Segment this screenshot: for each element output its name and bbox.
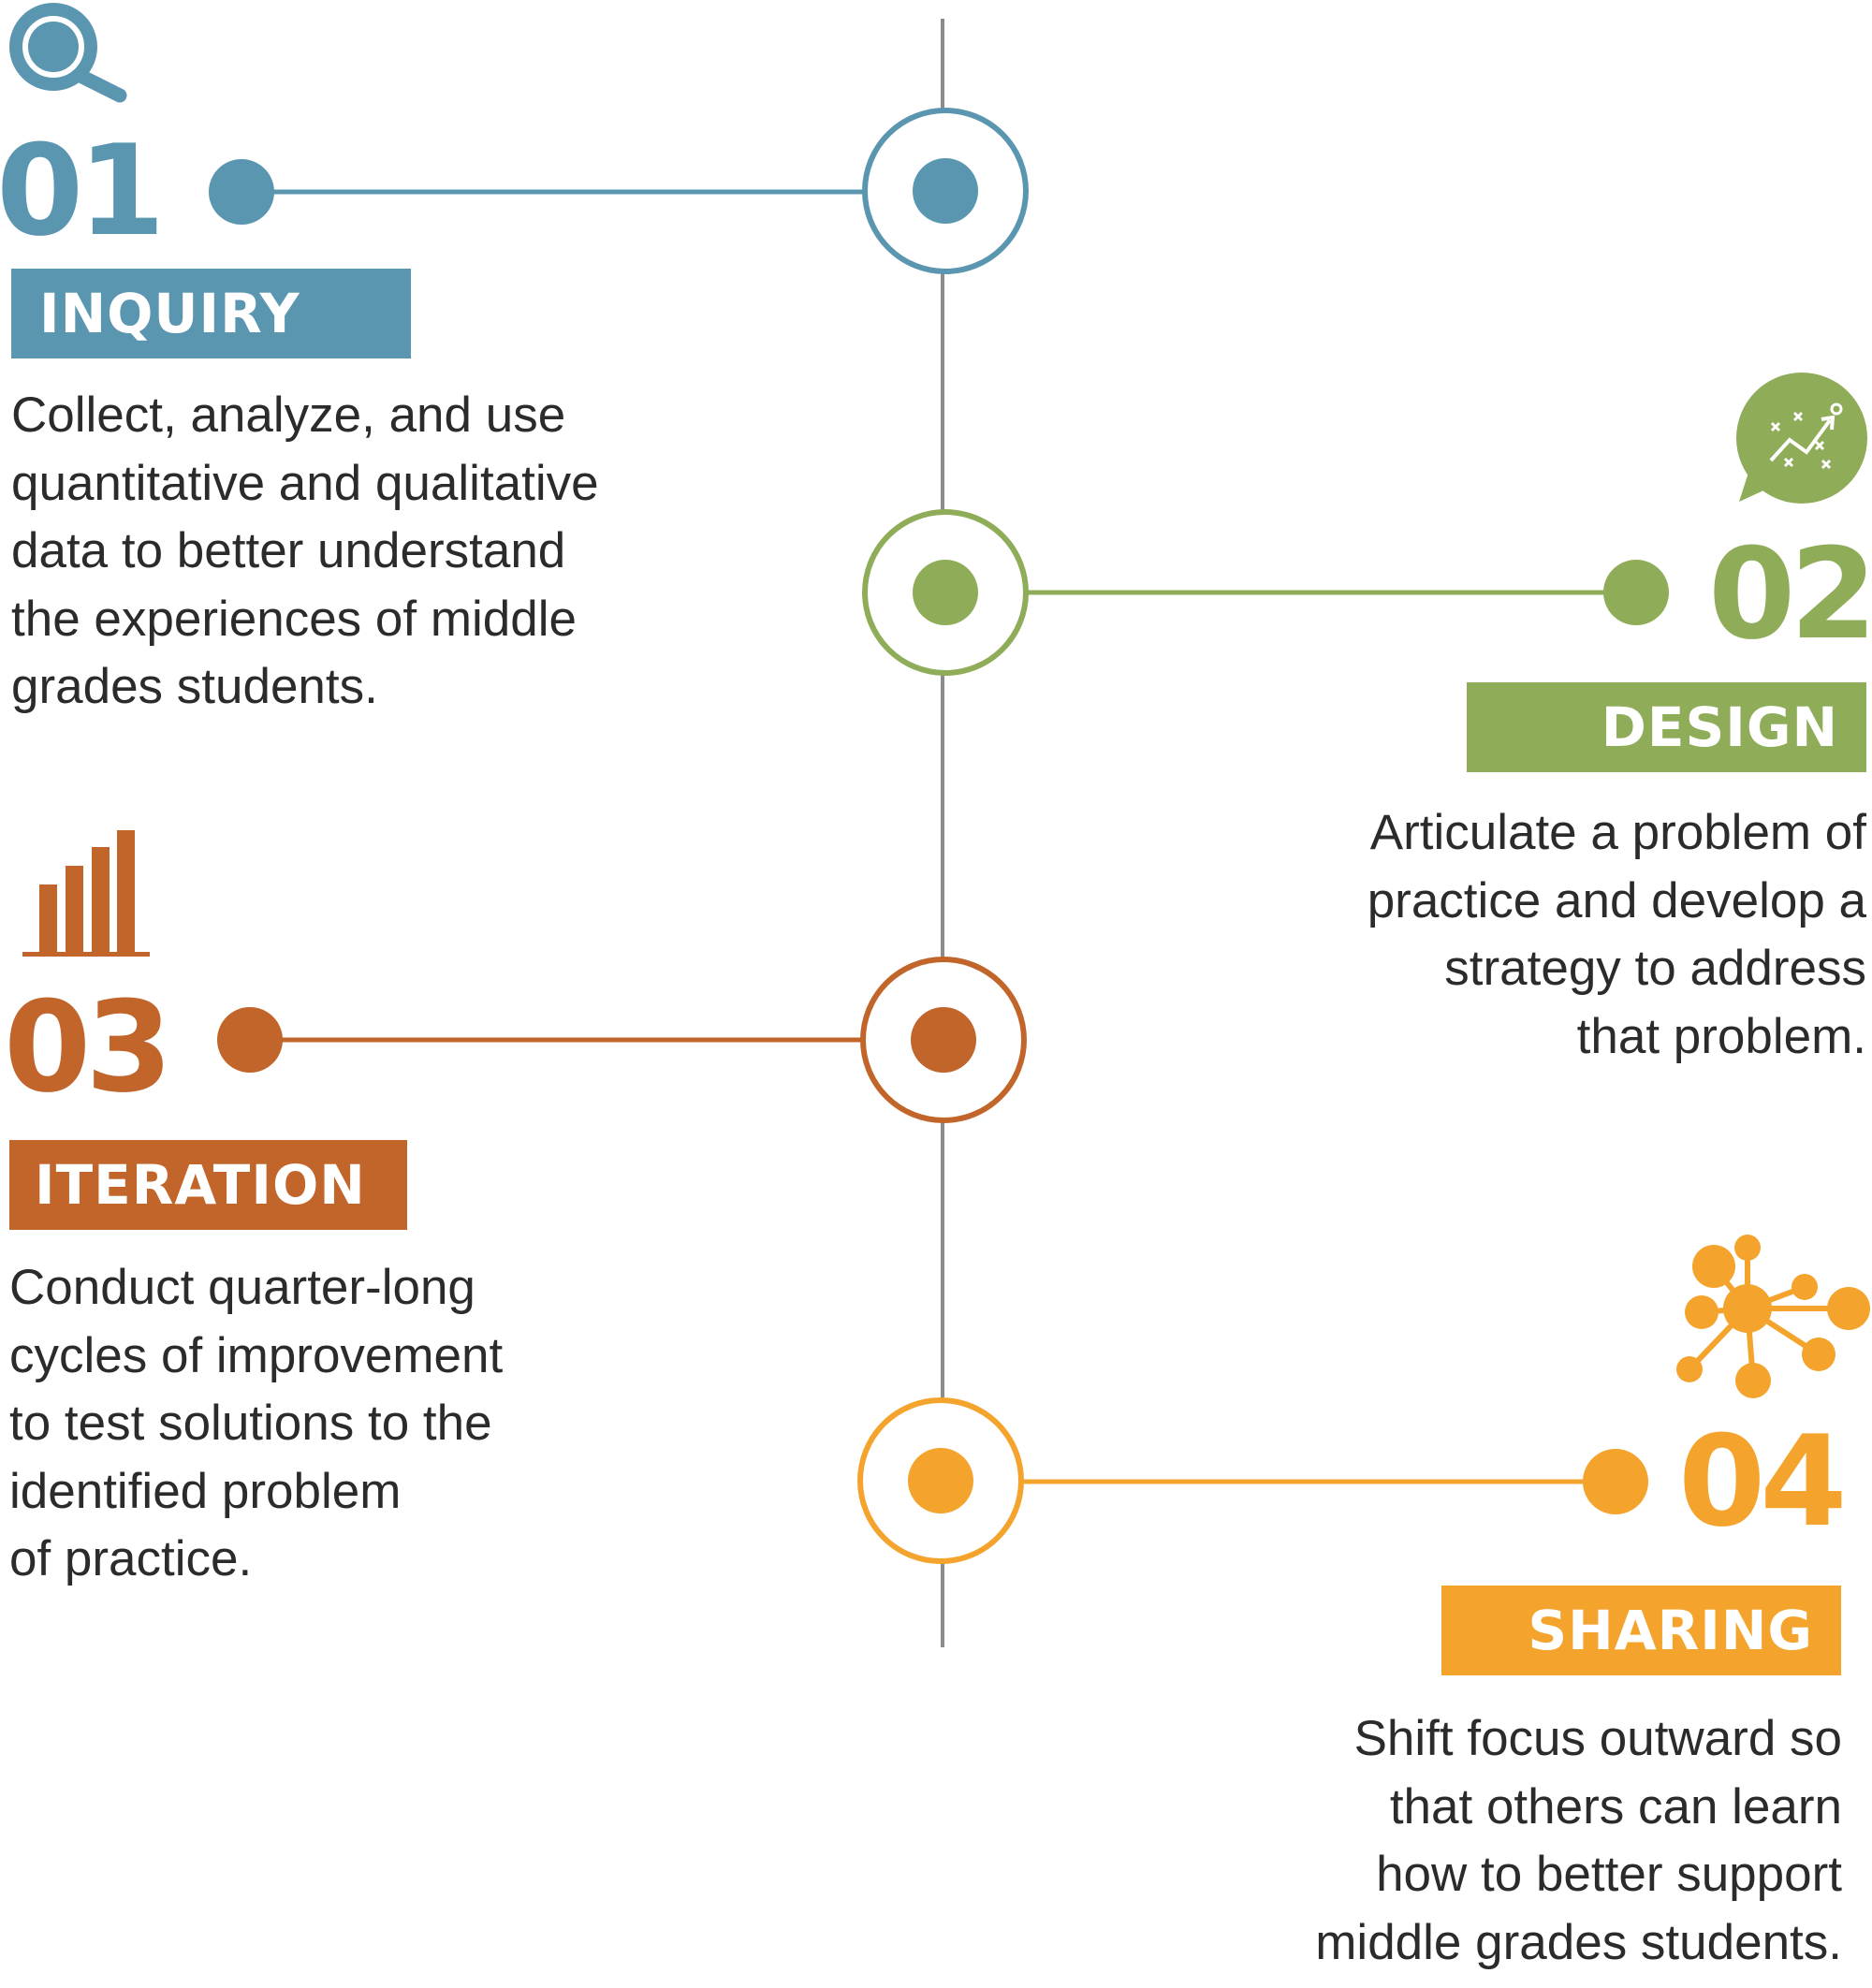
- step-4-description: Shift focus outward so that others can l…: [1315, 1711, 1842, 1970]
- step-3-label: ITERATION: [9, 1140, 407, 1230]
- step-4-connector: [857, 1397, 1648, 1564]
- step-2-number: 02: [1708, 521, 1872, 667]
- step-2-connector: [862, 509, 1669, 676]
- step-3-description: Conduct quarter-long cycles of improveme…: [9, 1260, 504, 1586]
- step-3-connector: [217, 957, 1027, 1123]
- step-1-description: Collect, analyze, and use quantitative a…: [11, 387, 599, 714]
- bar-chart-icon: [22, 830, 150, 957]
- magnifier-icon: [9, 3, 127, 103]
- step-1-connector: [209, 108, 1029, 274]
- step-4-number: 04: [1678, 1409, 1848, 1555]
- strategy-chat-icon: [1736, 373, 1867, 504]
- step-2-label: DESIGN: [1467, 682, 1866, 772]
- step-2-description: Articulate a problem of practice and dev…: [1367, 805, 1866, 1064]
- step-1-number: 01: [0, 118, 166, 264]
- network-hub-icon: [1676, 1235, 1870, 1398]
- step-4-label: SHARING: [1441, 1586, 1841, 1675]
- step-3-number: 03: [4, 974, 173, 1120]
- step-1-label: INQUIRY: [11, 269, 411, 358]
